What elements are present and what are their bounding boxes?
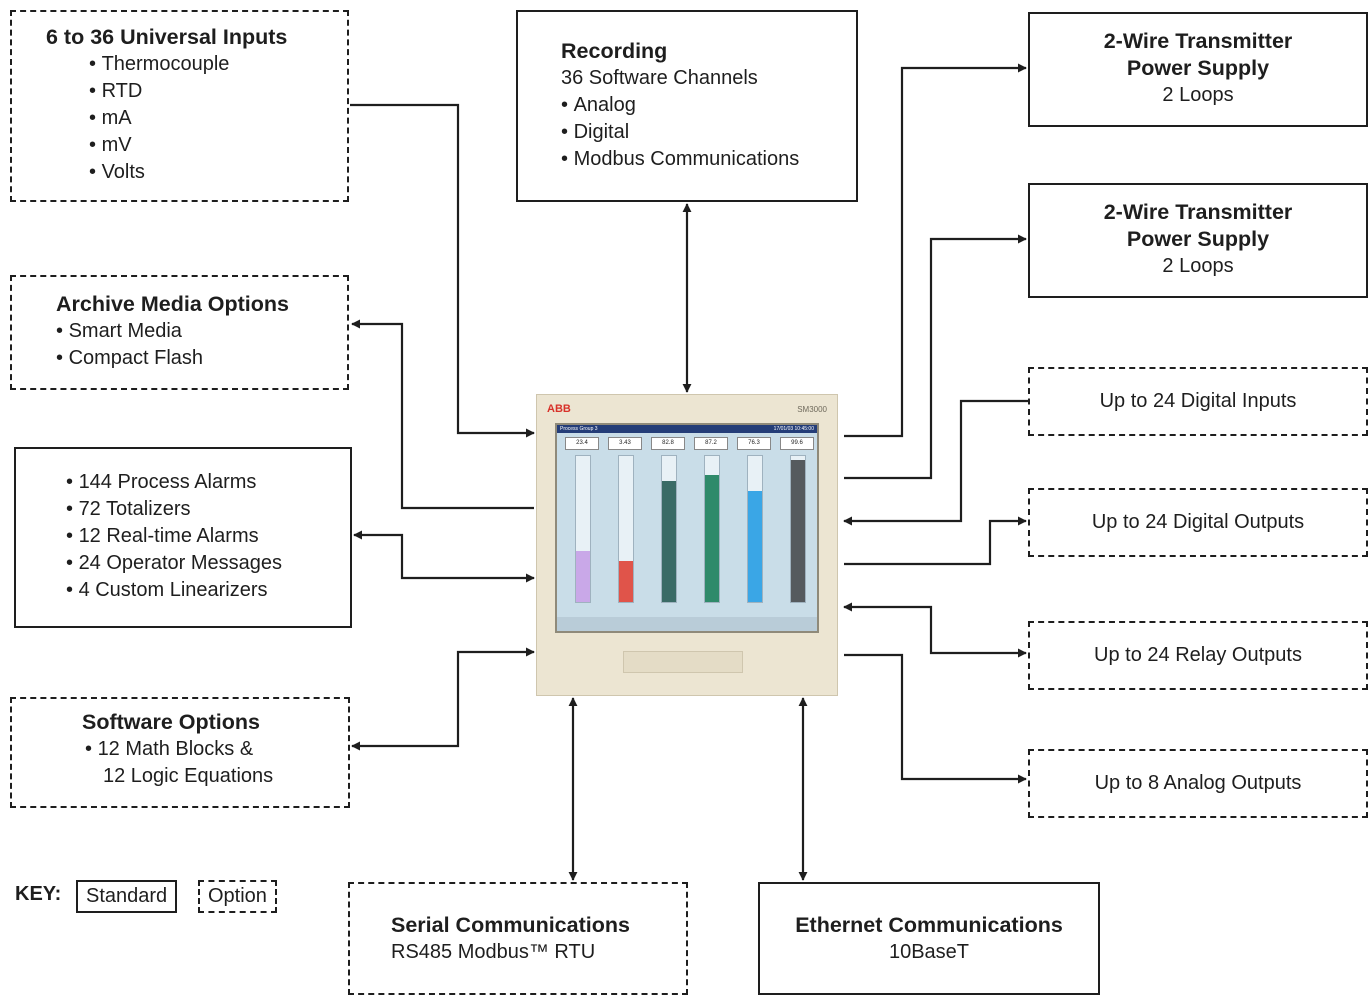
link-relay-outputs [843, 602, 1027, 658]
channel-2: 3.43 [606, 435, 644, 603]
list-item: Digital [561, 119, 856, 146]
process-group-label: Process Group 3 [560, 426, 598, 432]
digital-inputs-label: Up to 24 Digital Inputs [1099, 390, 1297, 412]
list-item: 24 Operator Messages [66, 550, 350, 577]
channel-fill [791, 460, 805, 602]
channel-track [704, 455, 720, 603]
device-screen: Process Group 3 17/01/03 10:45:00 23.4 3.… [555, 423, 819, 633]
key-option-label: Option [208, 885, 267, 907]
channel-5: 76.3 [735, 435, 773, 603]
ethernet-communications-box: Ethernet Communications 10BaseT [758, 882, 1100, 995]
recorder-device: ABB SM3000 Process Group 3 17/01/03 10:4… [536, 394, 838, 696]
software-options-line1: 12 Math Blocks & [97, 738, 254, 760]
list-item: Smart Media [56, 318, 347, 345]
recording-subtitle: 36 Software Channels [561, 67, 758, 89]
analog-outputs-label: Up to 8 Analog Outputs [1094, 772, 1302, 794]
link-analog-outputs [844, 653, 1027, 784]
channel-fill [576, 550, 590, 602]
channel-fill [619, 561, 633, 602]
list-item: mA [89, 105, 347, 132]
ethernet-comms-detail: 10BaseT [888, 941, 970, 963]
transmitter-1-title-line2: Power Supply [1126, 56, 1270, 80]
model-label: SM3000 [797, 405, 827, 414]
channel-track [790, 455, 806, 603]
media-slot [623, 651, 743, 673]
key-standard-swatch: Standard [76, 880, 178, 913]
software-options-line2: 12 Logic Equations [103, 765, 274, 787]
channel-track [747, 455, 763, 603]
digital-outputs-label: Up to 24 Digital Outputs [1091, 511, 1305, 533]
screen-nav-bar [557, 617, 817, 631]
serial-communications-box: Serial Communications RS485 Modbus™ RTU [348, 882, 688, 995]
link-transmitter-2 [844, 234, 1027, 480]
link-standard-features [353, 530, 535, 583]
transmitter-2-title-line1: 2-Wire Transmitter [1103, 200, 1293, 224]
ethernet-comms-title: Ethernet Communications [795, 913, 1063, 937]
link-archive-media [351, 319, 534, 510]
list-item: 144 Process Alarms [66, 469, 350, 496]
transmitter-power-supply-2-box: 2-Wire Transmitter Power Supply 2 Loops [1028, 183, 1368, 298]
list-item: Volts [89, 159, 347, 186]
channel-6: 99.6 [778, 435, 816, 603]
list-item: 72 Totalizers [66, 496, 350, 523]
link-digital-inputs [843, 399, 1028, 526]
software-options-box: Software Options • 12 Math Blocks & 12 L… [10, 697, 350, 808]
list-item: Analog [561, 92, 856, 119]
channel-track [618, 455, 634, 603]
channel-value: 87.2 [694, 437, 728, 450]
archive-media-box: Archive Media Options Smart Media Compac… [10, 275, 349, 390]
channel-fill [748, 491, 762, 602]
brand-logo: ABB [547, 403, 571, 415]
transmitter-1-detail: 2 Loops [1162, 84, 1234, 106]
key-standard-label: Standard [86, 885, 168, 907]
channel-value: 82.8 [651, 437, 685, 450]
recording-box: Recording 36 Software Channels Analog Di… [516, 10, 858, 202]
screen-title-bar: Process Group 3 17/01/03 10:45:00 [557, 425, 817, 433]
list-item: 12 Real-time Alarms [66, 523, 350, 550]
screen-datetime: 17/01/03 10:45:00 [773, 426, 814, 432]
digital-inputs-box: Up to 24 Digital Inputs [1028, 367, 1368, 436]
channel-fill [705, 474, 719, 602]
transmitter-power-supply-1-box: 2-Wire Transmitter Power Supply 2 Loops [1028, 12, 1368, 127]
list-item: Thermocouple [89, 51, 347, 78]
key-option-swatch: Option [198, 880, 277, 913]
channel-4: 87.2 [692, 435, 730, 603]
list-item: 4 Custom Linearizers [66, 577, 350, 604]
channel-1: 23.4 [563, 435, 601, 603]
list-item: mV [89, 132, 347, 159]
channel-track [575, 455, 591, 603]
recording-title: Recording [561, 39, 668, 63]
relay-outputs-box: Up to 24 Relay Outputs [1028, 621, 1368, 690]
software-options-title: Software Options [82, 710, 260, 734]
list-item: Compact Flash [56, 345, 347, 372]
relay-outputs-label: Up to 24 Relay Outputs [1094, 644, 1302, 666]
list-item: RTD [89, 78, 347, 105]
channel-value: 23.4 [565, 437, 599, 450]
link-transmitter-1 [844, 63, 1027, 438]
link-universal-inputs [350, 103, 535, 438]
transmitter-2-title-line2: Power Supply [1126, 227, 1270, 251]
channel-value: 99.6 [780, 437, 814, 450]
digital-outputs-box: Up to 24 Digital Outputs [1028, 488, 1368, 557]
transmitter-2-detail: 2 Loops [1162, 255, 1234, 277]
channel-track [661, 455, 677, 603]
serial-comms-detail: RS485 Modbus™ RTU [391, 941, 596, 963]
channel-value: 76.3 [737, 437, 771, 450]
universal-inputs-title: 6 to 36 Universal Inputs [46, 25, 288, 49]
key-label: KEY: [15, 883, 62, 905]
channel-value: 3.43 [608, 437, 642, 450]
link-digital-outputs [844, 516, 1027, 566]
link-software-options [351, 647, 535, 751]
archive-media-title: Archive Media Options [56, 292, 289, 316]
analog-outputs-box: Up to 8 Analog Outputs [1028, 749, 1368, 818]
standard-features-box: 144 Process Alarms 72 Totalizers 12 Real… [14, 447, 352, 628]
channel-fill [662, 480, 676, 602]
transmitter-1-title-line1: 2-Wire Transmitter [1103, 29, 1293, 53]
serial-comms-title: Serial Communications [391, 913, 630, 937]
universal-inputs-box: 6 to 36 Universal Inputs Thermocouple RT… [10, 10, 349, 202]
list-item: Modbus Communications [561, 146, 856, 173]
channel-3: 82.8 [649, 435, 687, 603]
